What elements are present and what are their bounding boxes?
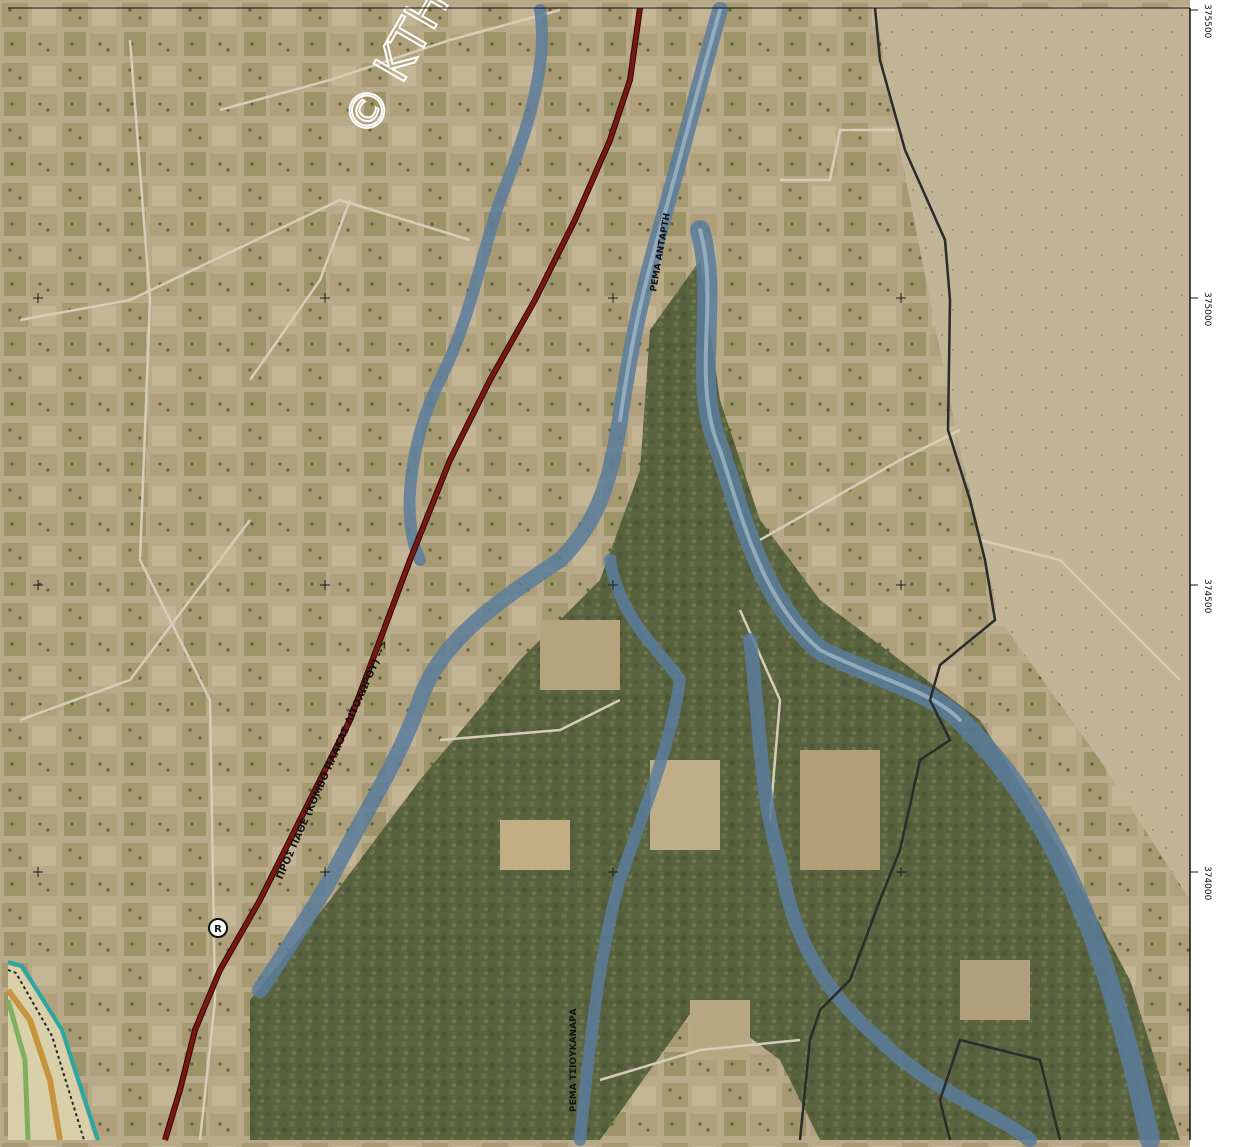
coord-label-374000: 374000 [1202, 866, 1212, 901]
forest-area [250, 260, 1180, 1140]
field-patch [540, 620, 620, 690]
administrative-boundary [938, 1038, 1062, 1141]
field-patch [960, 960, 1030, 1020]
plan-area-zone [5, 988, 63, 1141]
coord-label-375000: 375000 [1202, 292, 1212, 327]
marker-label: R [214, 924, 222, 935]
stream-label-tsoukanara: ΡΕΜΑ ΤΣΙΟΥΚΑΝΑΡΑ [569, 1008, 579, 1112]
field-patch [800, 750, 880, 870]
stream-network [252, 2, 1160, 1147]
location-marker[interactable]: R [208, 918, 228, 938]
plan-area-border [7, 969, 85, 1141]
coord-label-375500: 375500 [1202, 4, 1212, 39]
dry-hillside [875, 8, 1190, 900]
coord-label-374500: 374500 [1202, 579, 1212, 614]
plan-area [8, 965, 95, 1140]
field-patch [500, 820, 570, 870]
grid-crosses [33, 293, 906, 877]
main-road[interactable] [163, 7, 642, 1141]
plan-area-border [7, 960, 100, 1141]
coordinate-ticks [1190, 9, 1198, 873]
rural-roads [19, 8, 1181, 1141]
plan-area-zone [5, 999, 31, 1141]
administrative-boundary [798, 7, 997, 1141]
